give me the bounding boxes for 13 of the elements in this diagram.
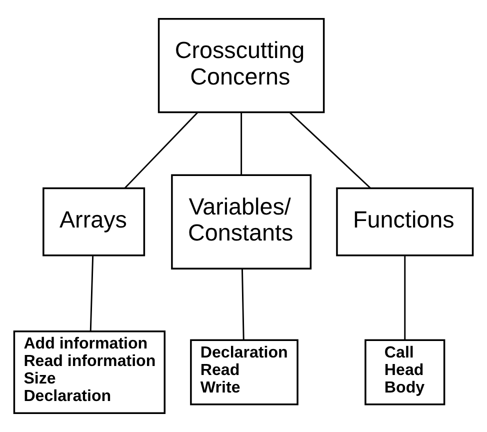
connector <box>90 256 94 332</box>
node-box: Add information Read information Size Declaration <box>13 330 166 414</box>
connector <box>124 112 198 188</box>
node-box: Call Head Body <box>364 339 446 406</box>
node-box: Declaration Read Write <box>190 339 298 406</box>
connector <box>240 112 242 175</box>
connector <box>241 268 244 340</box>
connector <box>404 256 406 340</box>
node-box: Crosscutting Concerns <box>158 18 325 114</box>
node-box: Functions <box>336 187 474 256</box>
node-box: Arrays <box>42 187 146 256</box>
connector <box>289 112 371 188</box>
node-box: Variables/ Constants <box>171 174 312 270</box>
